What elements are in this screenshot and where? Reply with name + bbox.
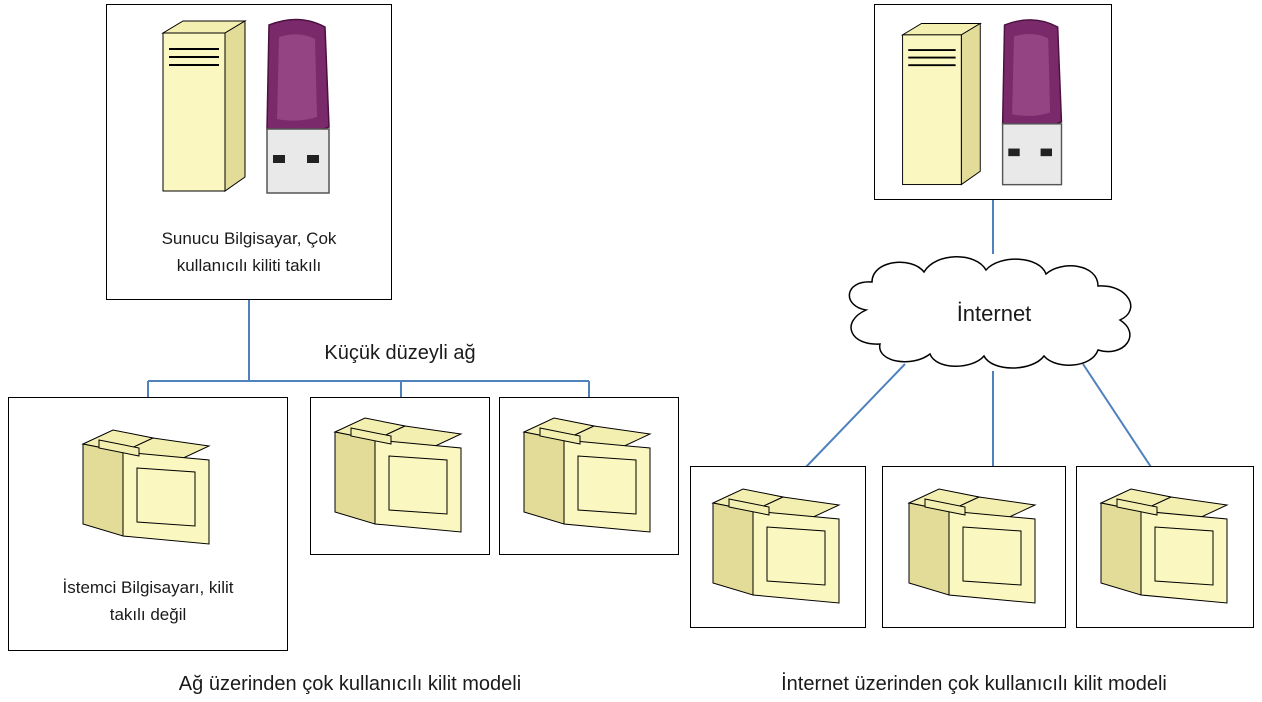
network-label: Küçük düzeyli ağ [324, 342, 476, 364]
client-box: İstemci Bilgisayarı, kilit takılı değil [8, 397, 288, 651]
client-box [1076, 466, 1254, 628]
cloud-to-client-line [805, 363, 906, 468]
server-label: Sunucu Bilgisayar, Çok kullanıcılı kilit… [107, 225, 391, 279]
monitor-icon [907, 488, 1037, 604]
client-label-line1: İstemci Bilgisayarı, kilit [62, 578, 234, 597]
monitor-icon [1099, 488, 1229, 604]
usb-dongle-icon [1001, 19, 1063, 186]
server-tower-icon [900, 22, 982, 186]
monitor-icon [81, 429, 211, 545]
server-label-line2: kullanıcılı kiliti takılı [176, 256, 322, 276]
client-box [310, 397, 490, 555]
cloud-label: İnternet [956, 301, 1032, 326]
client-box [499, 397, 679, 555]
server-box [874, 4, 1112, 200]
client-box [690, 466, 866, 628]
client-box [882, 466, 1066, 628]
server-label-line1: Sunucu Bilgisayar, Çok [161, 229, 337, 248]
client-label: İstemci Bilgisayarı, kilit takılı değil [9, 574, 287, 628]
right-caption: İnternet üzerinden çok kullanıcılı kilit… [781, 673, 1167, 695]
monitor-icon [711, 488, 841, 604]
monitor-icon [522, 417, 652, 533]
left-caption: Ağ üzerinden çok kullanıcılı kilit model… [178, 673, 522, 695]
usb-dongle-icon [266, 18, 330, 194]
monitor-icon [333, 417, 463, 533]
server-tower-icon [161, 20, 247, 192]
cloud-to-client-line [1082, 363, 1152, 468]
server-box: Sunucu Bilgisayar, Çok kullanıcılı kilit… [106, 4, 392, 300]
client-label-line2: takılı değil [109, 605, 187, 625]
cloud-icon [848, 256, 1132, 369]
